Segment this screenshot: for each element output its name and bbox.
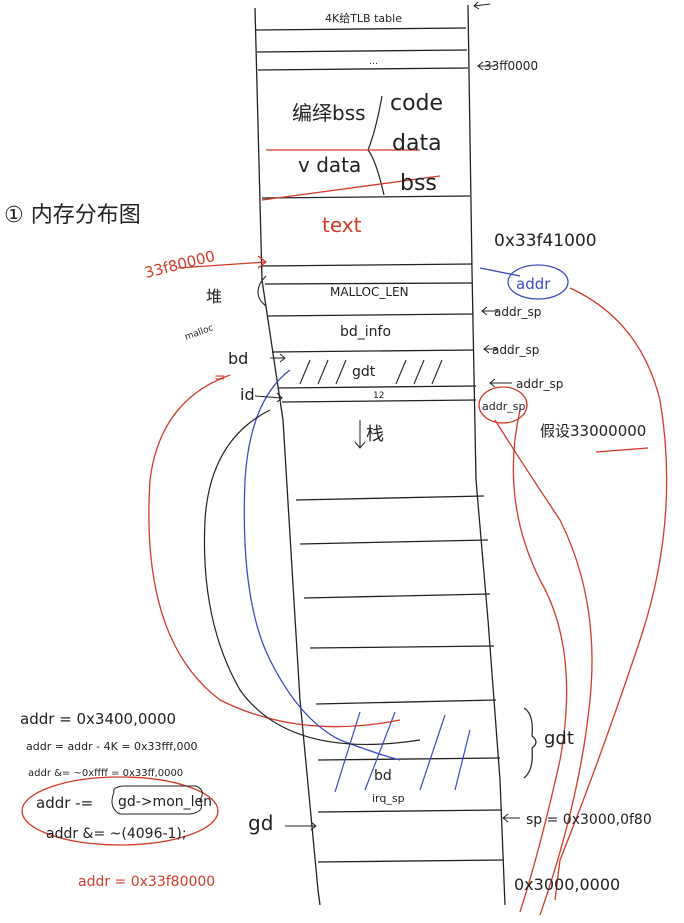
bd-cell-label: bd bbox=[374, 768, 392, 784]
brace bbox=[367, 95, 385, 196]
row-line bbox=[315, 699, 497, 705]
malloc-small-label: malloc bbox=[184, 323, 215, 343]
irq-sp-label: irq_sp bbox=[372, 792, 405, 805]
lower-gdt-hatch bbox=[334, 711, 471, 793]
sp-eq-label: sp = 0x3000,0f80 bbox=[526, 812, 652, 828]
row-line bbox=[255, 27, 467, 31]
red-strikes bbox=[261, 149, 649, 453]
crossed-label-1: 编绎bss bbox=[292, 101, 366, 125]
data-label: data bbox=[392, 131, 442, 156]
black-curve bbox=[203, 409, 421, 745]
stack-label: 栈 bbox=[366, 424, 384, 445]
memory-column bbox=[254, 4, 506, 906]
addr-sp-3: addr_sp bbox=[516, 377, 563, 391]
dots: … bbox=[369, 57, 378, 67]
gd-label: gd bbox=[248, 811, 273, 835]
red-eq: = bbox=[214, 370, 226, 386]
addr-circle-label: addr bbox=[516, 275, 551, 293]
mon-len-box bbox=[111, 785, 203, 815]
tlb-label: 4K给TLB table bbox=[325, 12, 402, 25]
code-label: code bbox=[390, 91, 443, 116]
gdt-brace-label: gdt bbox=[544, 728, 574, 749]
note-line-2: addr = addr - 4K = 0x33fff,000 bbox=[26, 740, 198, 753]
note-line-4a: addr -= bbox=[36, 794, 93, 812]
bd-info-label: bd_info bbox=[340, 324, 391, 340]
row-line bbox=[261, 195, 471, 199]
note-line-5: addr &= ~(4096-1); bbox=[46, 826, 187, 842]
addr-sp-circle bbox=[478, 386, 528, 424]
note-line-6: addr = 0x33f80000 bbox=[78, 874, 215, 890]
size-12-label: 12 bbox=[373, 391, 384, 401]
row-line bbox=[281, 399, 477, 403]
row-line bbox=[264, 282, 473, 285]
addr-mid-label: 0x33f41000 bbox=[494, 231, 597, 251]
gdt-brace bbox=[523, 707, 537, 779]
row-line bbox=[267, 313, 474, 317]
row-line bbox=[299, 539, 489, 545]
red-addr-label: 33f80000 bbox=[143, 247, 217, 282]
addr-sp-1: addr_sp bbox=[494, 305, 541, 319]
row-line bbox=[303, 593, 491, 599]
top-arrow bbox=[473, 1, 491, 10]
crossed-label-2: v data bbox=[298, 153, 361, 177]
blue-curves bbox=[243, 267, 521, 761]
red-curves bbox=[148, 255, 668, 916]
bss-label: bss bbox=[400, 171, 437, 196]
column-right-edge bbox=[467, 4, 506, 906]
row-line bbox=[257, 67, 469, 71]
addr-top-label: 33ff0000 bbox=[484, 59, 538, 73]
addr-sp-2: addr_sp bbox=[492, 343, 539, 357]
row-line bbox=[271, 349, 475, 353]
bd-arrow-label: bd bbox=[228, 349, 248, 368]
right-arrows bbox=[254, 61, 520, 831]
row-line bbox=[309, 645, 495, 649]
addr-circle bbox=[507, 264, 569, 300]
note-line-1: addr = 0x3400,0000 bbox=[20, 710, 176, 728]
row-line bbox=[317, 809, 503, 813]
addr-sp-4: addr_sp bbox=[482, 400, 525, 413]
heap-brace bbox=[257, 275, 267, 307]
gdt-hatch bbox=[299, 359, 443, 385]
text-label: text bbox=[322, 213, 362, 237]
note-line-3: addr &= ~0xffff = 0x33ff,0000 bbox=[28, 768, 183, 779]
gdt-label: gdt bbox=[352, 364, 376, 380]
malloc-len-label: MALLOC_LEN bbox=[330, 285, 409, 299]
row-line bbox=[261, 263, 473, 267]
assume-label: 假设33000000 bbox=[540, 422, 646, 440]
row-line bbox=[277, 385, 477, 389]
bottom-addr-label: 0x3000,0000 bbox=[514, 875, 620, 894]
notes-circle bbox=[21, 776, 219, 846]
column-left-edge bbox=[254, 7, 321, 906]
heap-label: 堆 bbox=[206, 287, 222, 306]
note-line-4b: gd->mon_len bbox=[118, 794, 212, 810]
row-line bbox=[317, 859, 505, 863]
row-line bbox=[317, 757, 501, 761]
title: ① 内存分布图 bbox=[4, 203, 141, 228]
row-line bbox=[256, 49, 468, 53]
row-line bbox=[295, 495, 485, 501]
id-arrow-label: id bbox=[240, 385, 255, 404]
